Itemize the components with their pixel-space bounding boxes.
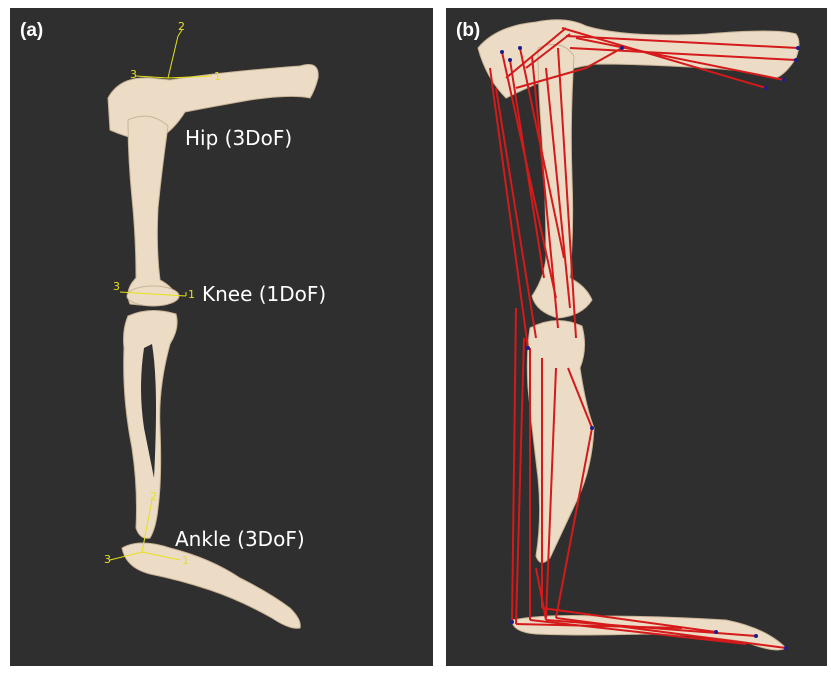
knee-label: Knee (1DoF) xyxy=(202,282,326,306)
femur-bone xyxy=(532,44,592,318)
foot-bone xyxy=(122,543,300,628)
panel-b-muscles: (b) xyxy=(446,8,827,666)
ankle-axis-2-label: 2 xyxy=(150,490,157,503)
skeleton-b-drawing xyxy=(446,8,827,666)
panel-a-skeleton: (a) xyxy=(10,8,433,666)
knee-axis-1-label: 1 xyxy=(188,288,195,301)
hip-axis-2-label: 2 xyxy=(178,20,185,33)
ankle-label: Ankle (3DoF) xyxy=(175,527,305,551)
tibia-bone xyxy=(527,320,594,562)
skeleton-a-drawing: 2 1 3 3 1 3 1 2 xyxy=(10,8,433,666)
ankle-axis-1-label: 1 xyxy=(182,554,189,567)
ankle-axis-3-label: 3 xyxy=(104,553,111,566)
femur-bone xyxy=(128,116,178,305)
hip-axis-3-label: 3 xyxy=(130,68,137,81)
knee-axis-3-label: 3 xyxy=(113,280,120,293)
pelvis-bone xyxy=(478,20,799,98)
hip-axis-1-label: 1 xyxy=(214,70,221,83)
knee-bone xyxy=(127,286,179,306)
hip-axes xyxy=(136,30,212,78)
hip-label: Hip (3DoF) xyxy=(185,126,292,150)
